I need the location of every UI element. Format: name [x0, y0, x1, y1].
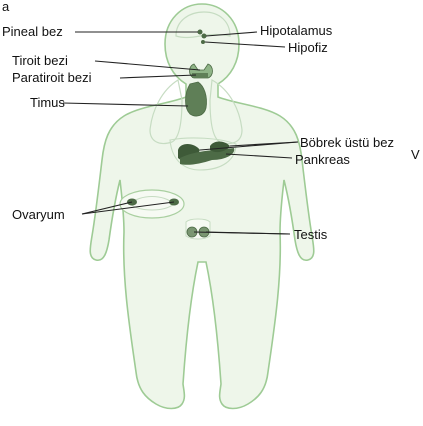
hypothalamus-gland [202, 34, 207, 39]
ovaryum-label: Ovaryum [12, 208, 65, 221]
pineal-label: Pineal bez [2, 25, 63, 38]
testis-label: Testis [294, 228, 327, 241]
tiroit-label: Tiroit bezi [12, 54, 68, 67]
paratiroit-label: Paratiroit bezi [12, 71, 91, 84]
pankreas-label: Pankreas [295, 153, 350, 166]
hipofiz-label: Hipofiz [288, 41, 328, 54]
right-edge-label: V [411, 148, 420, 161]
pituitary-gland [201, 40, 205, 44]
bobrek-label: Böbrek üstü bez [300, 136, 394, 149]
timus-label: Timus [30, 96, 65, 109]
pineal-gland [198, 30, 203, 35]
corner-top-label: a [2, 0, 9, 13]
hipotalamus-label: Hipotalamus [260, 24, 332, 37]
